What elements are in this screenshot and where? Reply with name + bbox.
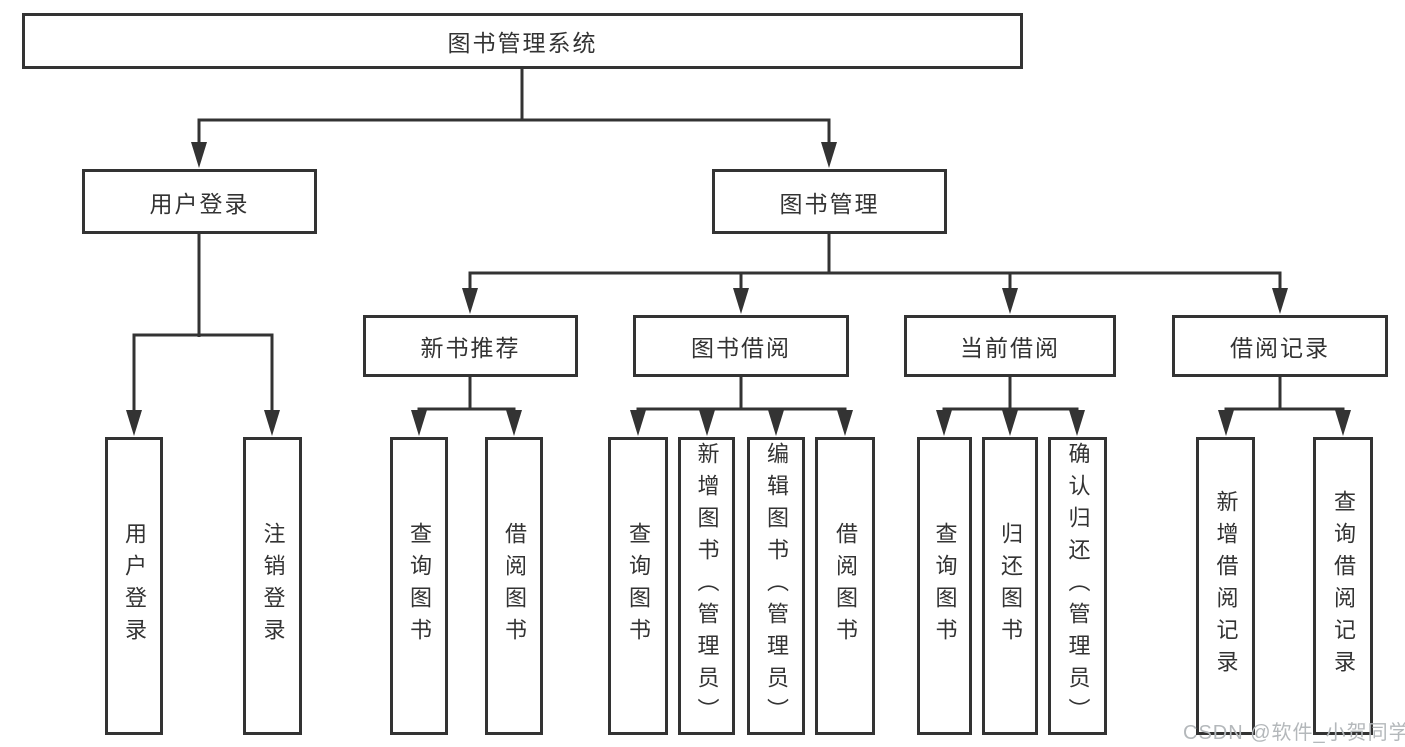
node-label: 图书管理	[779, 190, 880, 217]
node-label: 当前借阅	[960, 335, 1060, 361]
node-system-root: 图书管理系统	[22, 13, 1023, 69]
node-label: 归还图书	[998, 522, 1023, 650]
node-label: 借阅记录	[1230, 335, 1330, 361]
node-label: 用户登录	[122, 522, 147, 650]
node-label: 用户登录	[149, 190, 250, 217]
leaf-add-borrow-record: 新增借阅记录	[1196, 437, 1255, 735]
leaf-borrow-books-borrow: 借阅图书	[815, 437, 875, 735]
leaf-logout: 注销登录	[243, 437, 302, 735]
node-label: 借阅图书	[833, 522, 858, 650]
leaf-return-books: 归还图书	[982, 437, 1038, 735]
arrowheads	[126, 142, 1351, 436]
node-label: 新增图书（管理员）	[694, 442, 720, 730]
leaf-query-books-borrow: 查询图书	[608, 437, 668, 735]
node-user-login: 用户登录	[82, 169, 317, 234]
node-label: 查询图书	[932, 522, 958, 650]
node-new-book-recommend: 新书推荐	[363, 315, 578, 377]
leaf-edit-book-admin: 编辑图书（管理员）	[747, 437, 805, 735]
leaf-query-books-current: 查询图书	[917, 437, 972, 735]
leaf-query-borrow-record: 查询借阅记录	[1313, 437, 1373, 735]
leaf-user-login: 用户登录	[105, 437, 163, 735]
node-label: 确认归还（管理员）	[1065, 442, 1091, 730]
node-label: 图书借阅	[691, 335, 791, 361]
node-label: 图书管理系统	[447, 30, 598, 56]
node-label: 新书推荐	[420, 335, 521, 361]
node-label: 借阅图书	[502, 522, 527, 650]
node-current-borrow: 当前借阅	[904, 315, 1116, 377]
leaf-add-book-admin: 新增图书（管理员）	[678, 437, 735, 735]
node-book-management: 图书管理	[712, 169, 947, 234]
leaf-borrow-books-recommend: 借阅图书	[485, 437, 543, 735]
leaf-confirm-return-admin: 确认归还（管理员）	[1048, 437, 1107, 735]
node-label: 新增借阅记录	[1213, 490, 1239, 682]
node-label: 查询借阅记录	[1331, 490, 1356, 682]
watermark: CSDN @软件_小贺同学	[1183, 722, 1405, 744]
node-label: 查询图书	[626, 522, 651, 650]
node-label: 注销登录	[260, 522, 286, 650]
node-label: 查询图书	[407, 522, 432, 650]
node-book-borrow: 图书借阅	[633, 315, 849, 377]
leaf-query-books-recommend: 查询图书	[390, 437, 448, 735]
node-label: 编辑图书（管理员）	[764, 442, 789, 730]
node-borrow-records: 借阅记录	[1172, 315, 1388, 377]
